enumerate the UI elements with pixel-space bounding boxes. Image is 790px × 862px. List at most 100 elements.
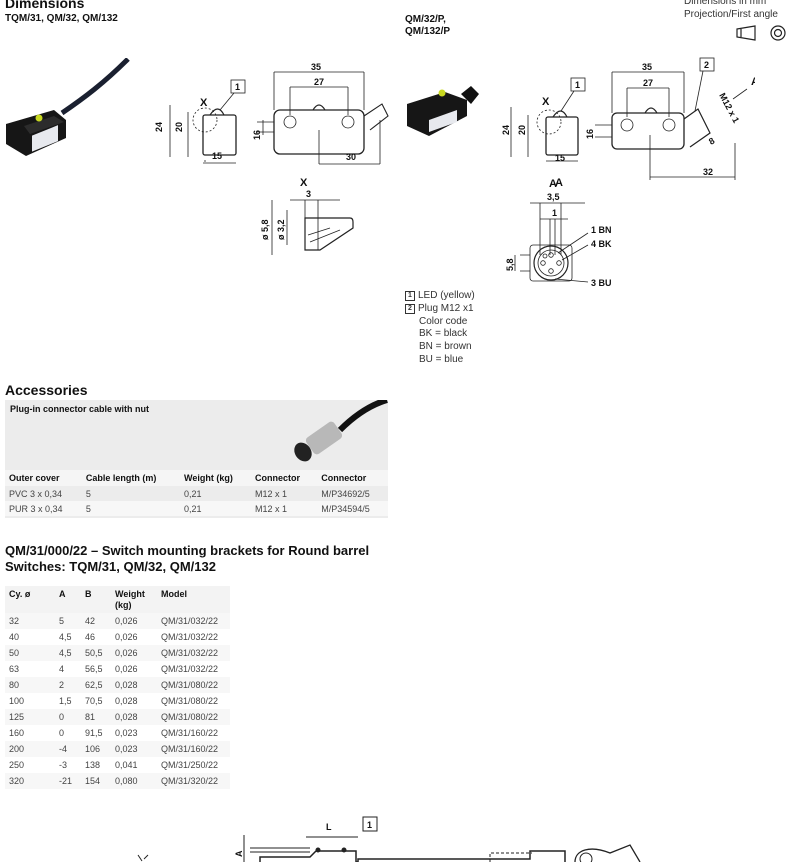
cell: 50 bbox=[5, 645, 55, 661]
cell: 0,026 bbox=[111, 645, 157, 661]
cell: 91,5 bbox=[81, 725, 111, 741]
dim-30: 30 bbox=[346, 152, 356, 162]
cell: M12 x 1 bbox=[251, 486, 318, 501]
cell: 50,5 bbox=[81, 645, 111, 661]
col-outer-cover: Outer cover bbox=[5, 470, 82, 486]
dim-35: 35 bbox=[311, 62, 321, 72]
cell: 42 bbox=[81, 613, 111, 629]
col-weight: Weight (kg) bbox=[180, 470, 252, 486]
cell: QM/31/250/22 bbox=[157, 757, 230, 773]
dim-16: 16 bbox=[252, 130, 262, 140]
dim-24-right: 24 bbox=[501, 125, 511, 135]
col-connector-code: Connector bbox=[317, 470, 388, 486]
first-angle-projection-icon bbox=[736, 25, 786, 41]
dim-20: 20 bbox=[174, 122, 184, 132]
cell: 46 bbox=[81, 629, 111, 645]
dim-1: 1 bbox=[552, 208, 557, 218]
cell: 56,5 bbox=[81, 661, 111, 677]
cell: -21 bbox=[55, 773, 81, 789]
cell: QM/31/080/22 bbox=[157, 693, 230, 709]
dim-3: 3 bbox=[306, 189, 311, 199]
cell: 32 bbox=[5, 613, 55, 629]
cell: 138 bbox=[81, 757, 111, 773]
cell: 4,5 bbox=[55, 629, 81, 645]
cell: 106 bbox=[81, 741, 111, 757]
cell: 0,041 bbox=[111, 757, 157, 773]
legend-text: LED (yellow) bbox=[418, 290, 475, 301]
view-x-label-right: X bbox=[542, 96, 550, 108]
cell: 0,21 bbox=[180, 486, 252, 501]
cell: QM/31/032/22 bbox=[157, 661, 230, 677]
cell: -4 bbox=[55, 741, 81, 757]
table-header-row: Cy. ø A B Weight (kg) Model bbox=[5, 586, 230, 613]
thread-m12-label: M12 x 1 bbox=[717, 91, 741, 124]
brackets-title-line-2: Switches: TQM/31, QM/32, QM/132 bbox=[5, 559, 216, 574]
brackets-title: QM/31/000/22 – Switch mounting brackets … bbox=[5, 543, 369, 575]
dim-24: 24 bbox=[154, 122, 164, 132]
cell: 0,080 bbox=[111, 773, 157, 789]
dim-a: A bbox=[234, 850, 244, 857]
pin-3-bu: 3 BU bbox=[591, 278, 612, 288]
cell: 80 bbox=[5, 677, 55, 693]
legend-bn: BN = brown bbox=[419, 341, 472, 353]
cell: 250 bbox=[5, 757, 55, 773]
callout-1-label: 1 bbox=[235, 82, 240, 92]
dim-27-right: 27 bbox=[643, 78, 653, 88]
cell: 4,5 bbox=[55, 645, 81, 661]
cell: 81 bbox=[81, 709, 111, 725]
cell: 0,023 bbox=[111, 725, 157, 741]
sensor-photo-plug bbox=[407, 86, 479, 136]
cell: M/P34692/5 bbox=[317, 486, 388, 501]
view-x-label: X bbox=[200, 97, 208, 109]
dim-15: 15 bbox=[212, 151, 222, 161]
cell: 200 bbox=[5, 741, 55, 757]
accessories-table: Outer cover Cable length (m) Weight (kg)… bbox=[5, 470, 388, 516]
col-model: Model bbox=[157, 586, 230, 613]
cell: 5 bbox=[81, 501, 181, 516]
dim-l: L bbox=[326, 822, 332, 832]
col-cable-length: Cable length (m) bbox=[81, 470, 181, 486]
cell: 320 bbox=[5, 773, 55, 789]
cell: 40 bbox=[5, 629, 55, 645]
dimension-drawing-right: 1 X 24 20 15 A 2 35 27 16 32 M12 x 1 8 A… bbox=[501, 57, 755, 288]
callout-1-label-right: 1 bbox=[575, 80, 580, 90]
cell: 2 bbox=[55, 677, 81, 693]
dim-dia-3-2: ø 3,2 bbox=[276, 219, 286, 240]
cell: 0,028 bbox=[111, 709, 157, 725]
connector-cable-photo bbox=[294, 400, 388, 462]
callout-2-label: 2 bbox=[704, 60, 709, 70]
dimensions-subtitle-right-2: QM/132/P bbox=[405, 26, 451, 37]
sensor-photo-cable bbox=[6, 58, 130, 156]
legend-number: 2 bbox=[405, 303, 415, 314]
brackets-title-line-1: QM/31/000/22 – Switch mounting brackets … bbox=[5, 543, 370, 558]
view-a-arrow-label: A bbox=[751, 76, 755, 88]
pin-4-bk: 4 BK bbox=[591, 239, 612, 249]
dim-5-8-conn: 5,8 bbox=[505, 258, 515, 271]
legend-text: Plug M12 x1 bbox=[418, 302, 474, 314]
legend-color-code: Color code bbox=[419, 315, 468, 327]
cell: QM/31/032/22 bbox=[157, 645, 230, 661]
cell: 0,026 bbox=[111, 629, 157, 645]
cell: M/P34594/5 bbox=[317, 501, 388, 516]
cell: 0 bbox=[55, 725, 81, 741]
dimensions-subtitle-left: TQM/31, QM/32, QM/132 bbox=[5, 13, 118, 24]
dim-27: 27 bbox=[314, 77, 324, 87]
cell: QM/31/032/22 bbox=[157, 629, 230, 645]
dim-3-5: 3,5 bbox=[547, 192, 560, 202]
cell: 0,026 bbox=[111, 661, 157, 677]
cell: -3 bbox=[55, 757, 81, 773]
cell: QM/31/080/22 bbox=[157, 677, 230, 693]
dimensions-title: Dimensions bbox=[5, 0, 85, 11]
dimension-drawing-left: 1 X 24 20 15 35 27 16 30 X 3 ø 5,8 ø 3,2 bbox=[154, 62, 389, 255]
cell: 125 bbox=[5, 709, 55, 725]
legend-bk: BK = black bbox=[419, 328, 468, 340]
